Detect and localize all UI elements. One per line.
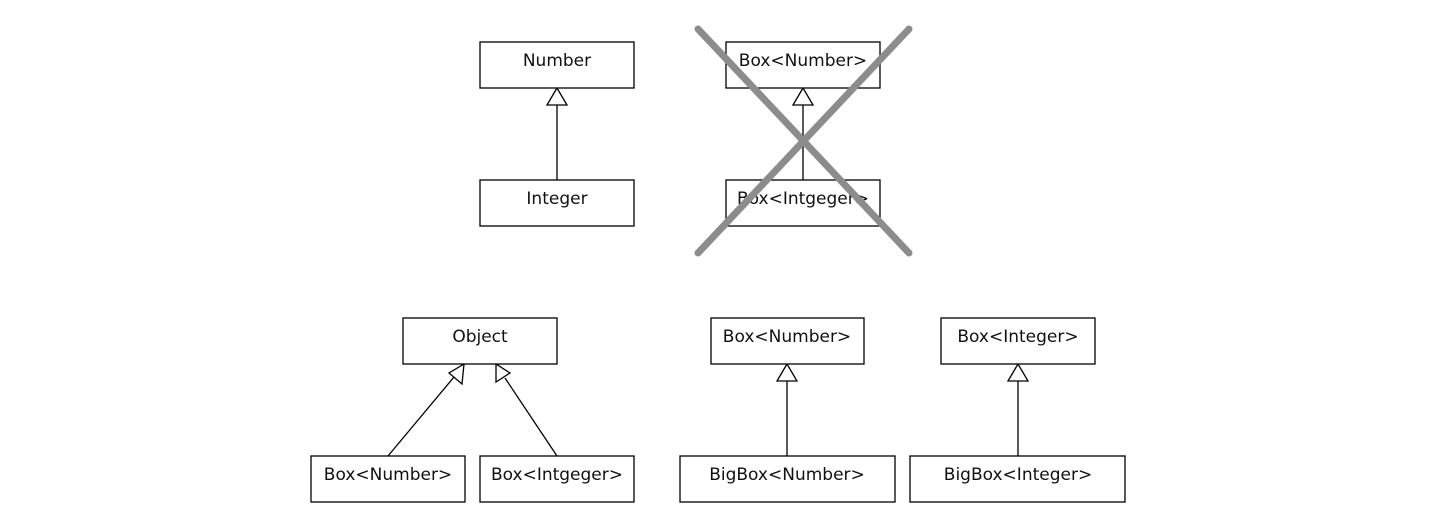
- class-box-object[interactable]: Object: [402, 317, 558, 365]
- class-box-bigbox-number[interactable]: BigBox<Number>: [679, 455, 896, 503]
- inheritance-arrow-box-intgeger-object: [495, 362, 558, 457]
- inheritance-arrow-box-number-object: [387, 362, 465, 457]
- class-box-box-number-bottom[interactable]: Box<Number>: [710, 317, 865, 365]
- class-label-box-integer: Box<Integer>: [957, 327, 1078, 347]
- class-label-number: Number: [523, 51, 591, 71]
- class-box-box-intgeger-bottom[interactable]: Box<Intgeger>: [479, 455, 635, 503]
- inheritance-arrow-integer-number: [545, 86, 569, 180]
- class-label-box-number-bottom-left: Box<Number>: [324, 465, 452, 485]
- class-label-bigbox-number: BigBox<Number>: [709, 465, 865, 485]
- inheritance-arrow-bigbox-number-box-number: [775, 362, 799, 456]
- inheritance-arrow-bigbox-integer-box-integer: [1006, 362, 1030, 456]
- class-box-box-number-bottom-left[interactable]: Box<Number>: [310, 455, 466, 503]
- cross-out-mark: [694, 25, 913, 257]
- class-label-bigbox-integer: BigBox<Integer>: [944, 465, 1092, 485]
- class-label-box-intgeger-bottom: Box<Intgeger>: [491, 465, 623, 485]
- class-box-bigbox-integer[interactable]: BigBox<Integer>: [909, 455, 1126, 503]
- class-box-box-number-top[interactable]: Box<Number>: [725, 41, 881, 89]
- class-box-box-integer[interactable]: Box<Integer>: [940, 317, 1096, 365]
- class-box-box-intgeger-top[interactable]: Box<Intgeger>: [725, 179, 881, 227]
- class-label-object: Object: [452, 327, 508, 347]
- class-box-number[interactable]: Number: [479, 41, 635, 89]
- class-label-box-number-top: Box<Number>: [739, 51, 867, 71]
- class-label-box-number-bottom: Box<Number>: [723, 327, 851, 347]
- class-label-box-intgeger-top: Box<Intgeger>: [737, 189, 869, 209]
- class-box-integer[interactable]: Integer: [479, 179, 635, 227]
- class-label-integer: Integer: [526, 189, 587, 209]
